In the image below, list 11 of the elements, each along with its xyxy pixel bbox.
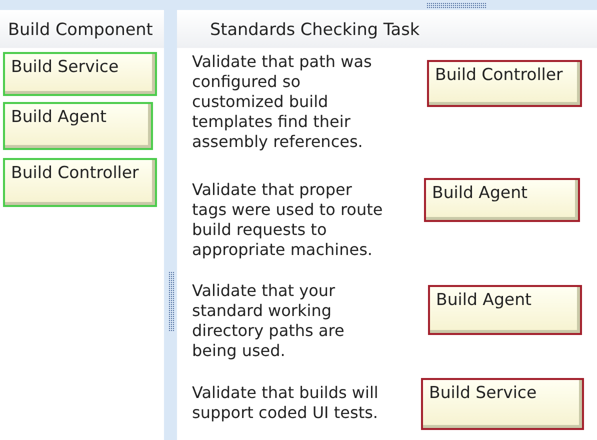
answer-slot: Build Service	[421, 378, 584, 430]
draggable-item: Build Service	[3, 52, 157, 96]
task-description: Validate that path was configured so customized build templates find their assembly references.	[192, 52, 373, 152]
answer-slot: Build Agent	[428, 285, 582, 335]
answer-slot: Build Agent	[424, 178, 580, 222]
task-description: Validate that builds will support coded UI tests.	[192, 383, 380, 423]
task-description: Validate that proper tags were used to route build requests to appropriate machines.	[192, 180, 384, 260]
draggable-item: Build Controller	[3, 158, 157, 207]
task-description: Validate that your standard working directory paths are being used.	[192, 281, 346, 361]
answer-slot: Build Controller	[427, 60, 582, 107]
draggable-item: Build Agent	[3, 102, 153, 150]
